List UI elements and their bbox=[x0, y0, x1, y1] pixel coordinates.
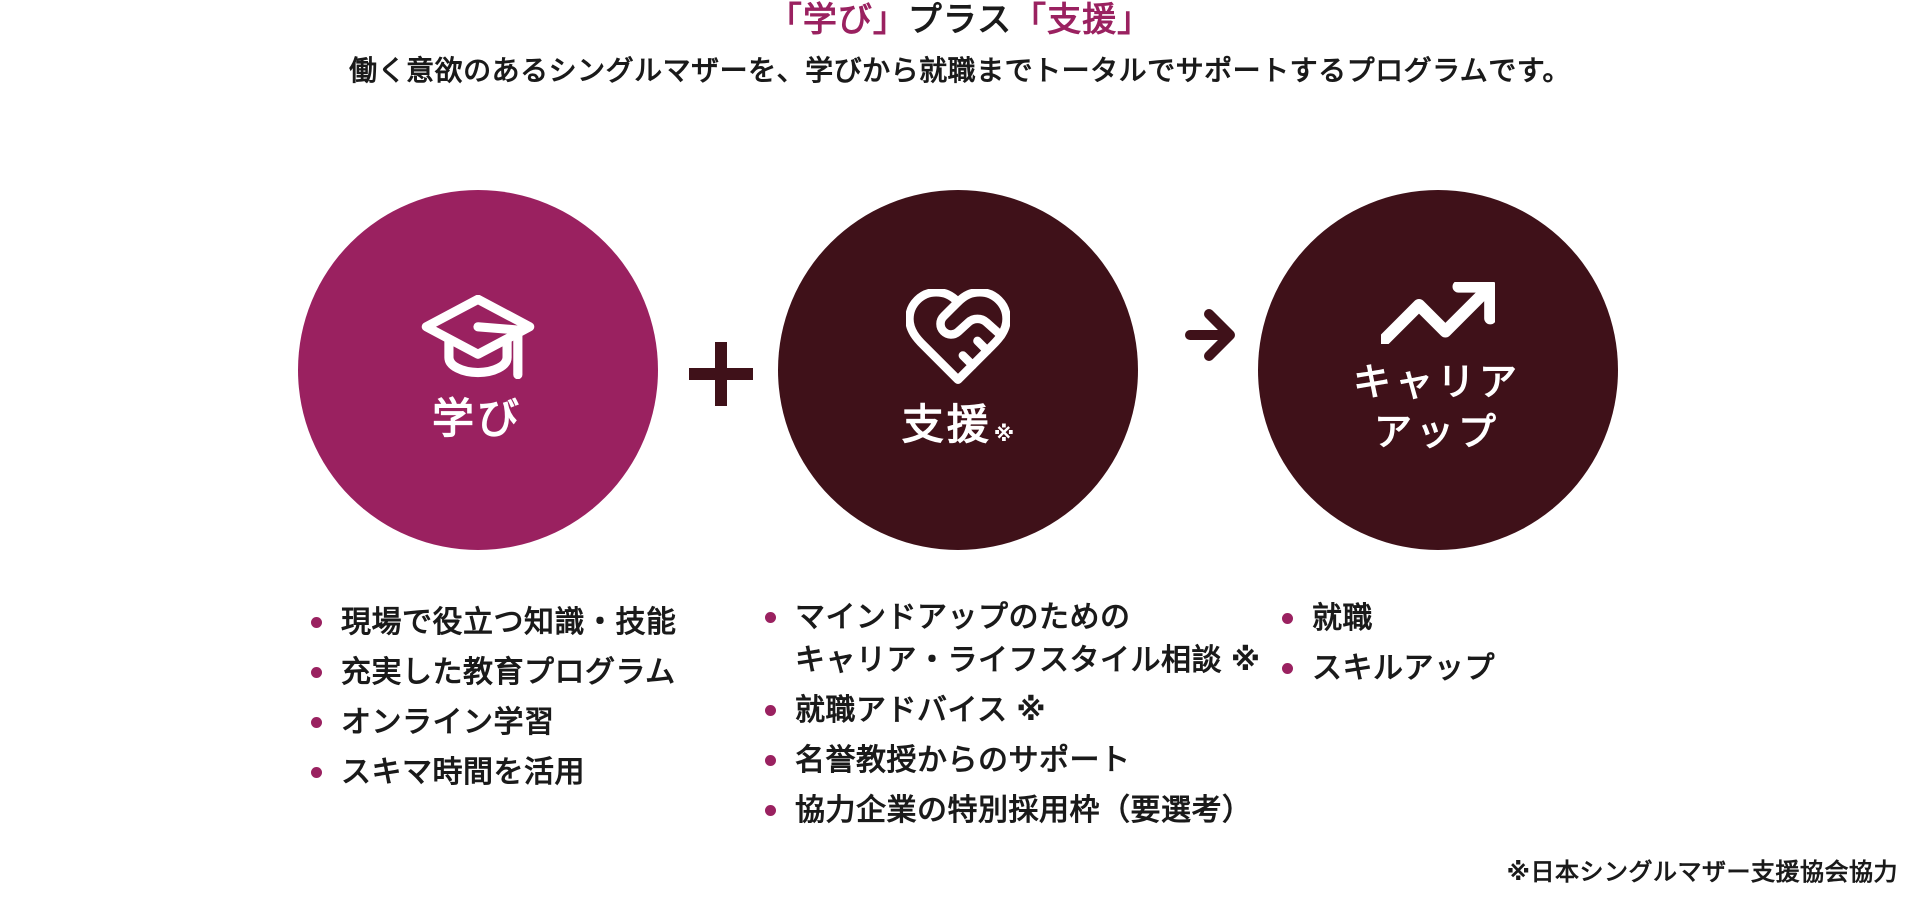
support-circle: 支援 ※ bbox=[778, 190, 1138, 550]
list-item: 名誉教授からのサポート bbox=[765, 739, 1261, 782]
title-plus-text: プラス bbox=[907, 1, 1013, 39]
list-item: スキマ時間を活用 bbox=[311, 751, 677, 794]
plus-icon bbox=[689, 342, 753, 406]
bullet-dot-icon bbox=[311, 767, 322, 778]
career-up-label: キャリア アップ bbox=[1352, 362, 1521, 454]
title-accent-support: 「支援」 bbox=[1012, 1, 1153, 39]
list-item-text: 就職 bbox=[1312, 602, 1373, 635]
bullet-dot-icon bbox=[311, 617, 322, 628]
arrow-right-icon bbox=[1185, 309, 1235, 361]
list-item: 協力企業の特別採用枠（要選考） bbox=[765, 789, 1261, 832]
learning-list: 現場で役立つ知識・技能 充実した教育プログラム オンライン学習 スキマ時間を活用 bbox=[311, 601, 677, 801]
career-up-label-row: キャリア アップ bbox=[1353, 358, 1523, 458]
title-accent-learning: 「学び」 bbox=[767, 1, 908, 39]
list-item: 充実した教育プログラム bbox=[311, 651, 677, 694]
bullet-dot-icon bbox=[1282, 613, 1293, 624]
page-title: 「学び」プラス「支援」 bbox=[0, 0, 1920, 43]
bullet-dot-icon bbox=[311, 667, 322, 678]
list-item-text: 名誉教授からのサポート bbox=[795, 744, 1131, 777]
list-item: マインドアップのための キャリア・ライフスタイル相談 ※ bbox=[765, 596, 1261, 682]
support-note: ※ bbox=[993, 423, 1015, 447]
list-item: スキルアップ bbox=[1282, 647, 1495, 690]
list-item-text: 就職アドバイス ※ bbox=[795, 694, 1047, 727]
learning-label: 学び bbox=[431, 394, 522, 442]
list-item-text: オンライン学習 bbox=[341, 706, 555, 739]
list-item-text: 現場で役立つ知識・技能 bbox=[341, 606, 677, 639]
footnote: ※日本シングルマザー支援協会協力 bbox=[1506, 859, 1898, 886]
bullet-dot-icon bbox=[1282, 663, 1293, 674]
list-item-text: マインドアップのための キャリア・ライフスタイル相談 ※ bbox=[795, 601, 1261, 677]
bullet-dot-icon bbox=[765, 612, 776, 623]
graduation-cap-icon bbox=[421, 294, 535, 379]
list-item-text: スキマ時間を活用 bbox=[341, 756, 585, 789]
learning-label-row: 学び bbox=[432, 393, 524, 446]
bullet-dot-icon bbox=[765, 755, 776, 766]
support-list: マインドアップのための キャリア・ライフスタイル相談 ※ 就職アドバイス ※ 名… bbox=[765, 596, 1261, 839]
heart-handshake-icon bbox=[906, 288, 1010, 384]
bullet-dot-icon bbox=[311, 717, 322, 728]
learning-circle: 学び bbox=[298, 190, 658, 550]
list-item: 現場で役立つ知識・技能 bbox=[311, 601, 677, 644]
list-item-text: 協力企業の特別採用枠（要選考） bbox=[795, 794, 1253, 827]
list-item: 就職アドバイス ※ bbox=[765, 689, 1261, 732]
bullet-dot-icon bbox=[765, 805, 776, 816]
subtitle: 働く意欲のあるシングルマザーを、学びから就職までトータルでサポートするプログラム… bbox=[349, 55, 1571, 86]
list-item-text: 充実した教育プログラム bbox=[341, 656, 676, 689]
support-label: 支援 bbox=[901, 400, 992, 448]
career-up-list: 就職 スキルアップ bbox=[1282, 597, 1495, 697]
trending-up-icon bbox=[1381, 282, 1495, 344]
list-item-text: スキルアップ bbox=[1312, 652, 1495, 685]
bullet-dot-icon bbox=[765, 705, 776, 716]
support-label-row: 支援 ※ bbox=[902, 399, 1014, 452]
list-item: 就職 bbox=[1282, 597, 1495, 640]
career-up-circle: キャリア アップ bbox=[1258, 190, 1618, 550]
list-item: オンライン学習 bbox=[311, 701, 677, 744]
